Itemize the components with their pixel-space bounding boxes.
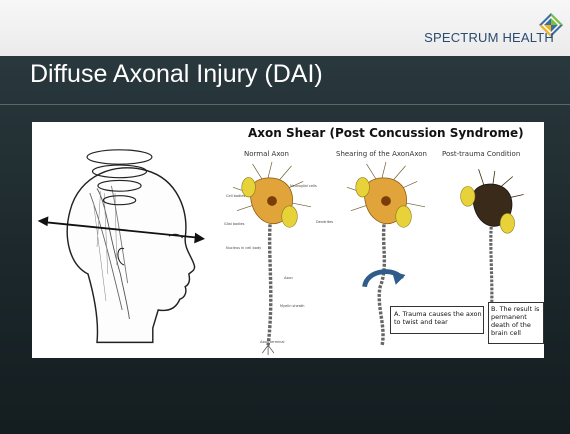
label-myelin: Myelin sheath: [280, 304, 304, 308]
label-glial-bodies: Glial bodies: [224, 222, 244, 226]
slide-title: Diffuse Axonal Injury (DAI): [30, 60, 323, 89]
caption-post-trauma: Post-trauma Condition: [442, 150, 520, 158]
slide-header-band: [0, 0, 570, 56]
brand-name: SPECTRUM HEALTH: [424, 30, 554, 45]
caption-normal-axon: Normal Axon: [244, 150, 289, 158]
note-trauma-text: A. Trauma causes the axon to twist and t…: [394, 310, 482, 326]
title-divider: [0, 104, 570, 105]
label-nucleus: Nucleus in cell body: [226, 246, 261, 250]
figure-title: Axon Shear (Post Concussion Syndrome): [248, 126, 524, 140]
label-axon: Axon: [284, 276, 293, 280]
note-result: B. The result is permanent death of the …: [491, 305, 541, 337]
label-axon-terminal: Axon terminal: [260, 340, 284, 344]
head-rotation-illustration: [34, 130, 214, 355]
caption-shearing: Shearing of the AxonAxon: [336, 150, 427, 158]
note-trauma: A. Trauma causes the axon to twist and t…: [394, 310, 482, 326]
label-cell-bodies: Cell bodies: [226, 194, 245, 198]
label-dendrites: Dendrites: [316, 220, 333, 224]
label-neuroglial: Neuroglial cells: [290, 184, 317, 188]
neuron-normal: [222, 160, 322, 355]
note-result-text: B. The result is permanent death of the …: [491, 305, 541, 337]
